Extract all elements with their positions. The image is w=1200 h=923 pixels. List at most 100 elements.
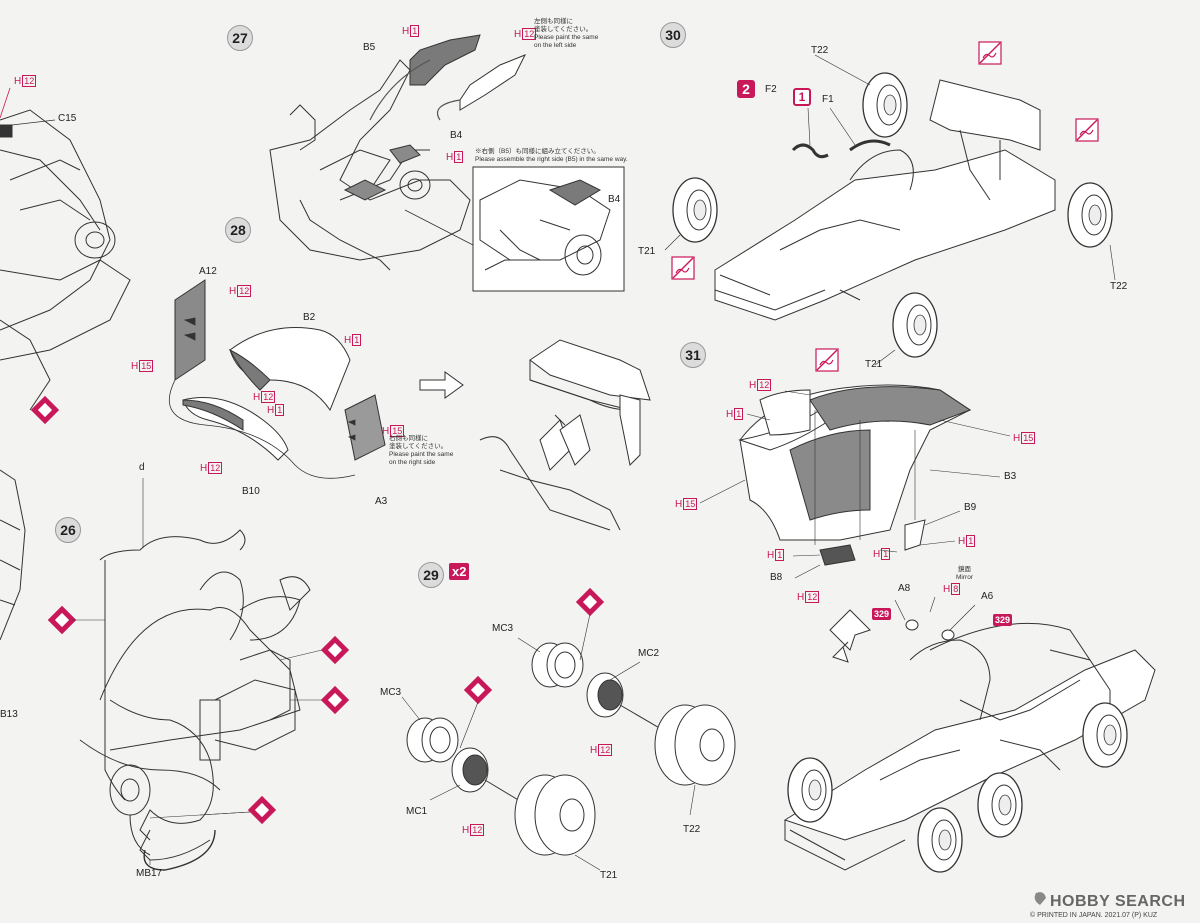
step-number-29: 29 (418, 562, 444, 588)
part-label-f2: F2 (765, 84, 777, 95)
part-label-b3: B3 (1004, 471, 1017, 482)
tire-icon (977, 772, 1023, 838)
part-label-mc3-left: MC3 (380, 687, 402, 698)
part-label-mc2: MC2 (638, 648, 660, 659)
part-label-mc1: MC1 (406, 806, 428, 817)
step27-inset (472, 166, 625, 292)
part-label-a8: A8 (898, 583, 911, 594)
step-number-30: 30 (660, 22, 686, 48)
step-number-31: 31 (680, 342, 706, 368)
part-B9 (904, 519, 926, 551)
decal-tag-329-right: 329 (993, 614, 1013, 626)
part-label-t21-left: T21 (638, 246, 656, 257)
step-number-26: 26 (55, 517, 81, 543)
part-A3 (344, 394, 386, 461)
part-label-mc3-top: MC3 (492, 623, 514, 634)
arrow-right-icon (419, 371, 464, 399)
arrow-down-left-icon (829, 609, 871, 651)
step27-drawing (269, 59, 471, 271)
part-label-b8: B8 (770, 572, 783, 583)
print-info: © PRINTED IN JAPAN. 2021.07 (P) KUZ (1030, 912, 1158, 919)
left-chassis-drawing (0, 109, 131, 641)
tire-icon (892, 292, 938, 358)
cement-mark-icon (320, 685, 350, 715)
part-label-b10: B10 (242, 486, 260, 497)
step-number-27: 27 (227, 25, 253, 51)
tire-icon (672, 177, 718, 243)
step-number-28: 28 (225, 217, 251, 243)
sequence-badge-1: 1 (793, 88, 811, 106)
part-label-b2: B2 (303, 312, 316, 323)
part-label-t22-top: T22 (811, 45, 829, 56)
cement-mark-icon (47, 605, 77, 635)
part-label-f1: F1 (822, 94, 834, 105)
no-glue-icon (978, 41, 1002, 65)
step30-drawing (714, 79, 1056, 321)
part-label-t22-right: T22 (1110, 281, 1128, 292)
part-label-b4: B4 (450, 130, 463, 141)
tire-icon (1067, 182, 1113, 248)
part-label-t21-step29: T21 (600, 870, 618, 881)
part-label-t21-bottom: T21 (865, 359, 883, 370)
tire-icon (862, 72, 908, 138)
part-label-b4-inset: B4 (608, 194, 621, 205)
part-label-b5: B5 (363, 42, 376, 53)
part-label-d: d (139, 462, 145, 473)
tire-icon (787, 757, 833, 823)
part-label-b9: B9 (964, 502, 977, 513)
part-label-a12: A12 (199, 266, 217, 277)
cement-mark-icon (30, 395, 60, 425)
sequence-badge-2: 2 (737, 80, 755, 98)
step26-drawing (79, 529, 311, 861)
tire-icon (1082, 702, 1128, 768)
part-label-c15: C15 (58, 113, 77, 124)
part-B8 (819, 544, 856, 566)
assembled-wing (479, 339, 651, 531)
cement-mark-icon (575, 587, 605, 617)
note-right-side-assemble: ※右側（B5）も同様に組み立てください。Please assemble the … (475, 148, 628, 163)
decal-tag-329-left: 329 (872, 608, 892, 620)
part-A12 (174, 279, 206, 381)
no-glue-icon (671, 256, 695, 280)
part-label-a6: A6 (981, 591, 994, 602)
hobby-search-logo-icon (1034, 892, 1046, 905)
step29-drawing (406, 642, 736, 856)
tire-icon (917, 807, 963, 873)
part-label-t22-step29: T22 (683, 824, 701, 835)
cement-mark-icon (247, 795, 277, 825)
cement-mark-icon (320, 635, 350, 665)
cement-mark-icon (463, 675, 493, 705)
no-glue-icon (1075, 118, 1099, 142)
hobby-search-logo: HOBBY SEARCH (1050, 893, 1186, 910)
part-label-mb17: MB17 (136, 868, 163, 879)
multiplier-badge: x2 (449, 563, 470, 580)
no-glue-icon (815, 348, 839, 372)
final-car-drawing (783, 622, 1156, 871)
